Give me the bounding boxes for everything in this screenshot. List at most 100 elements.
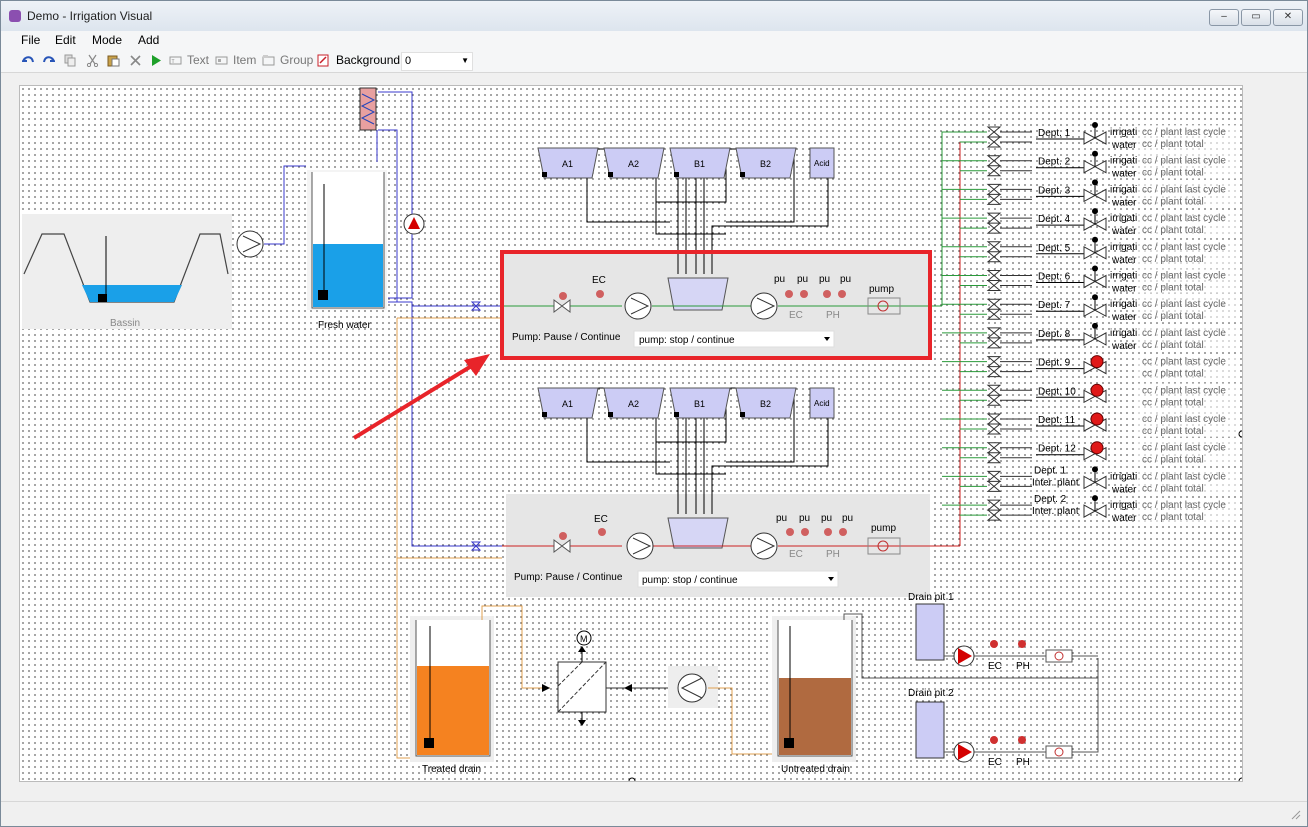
dept-irrigation-text: irrigati: [1110, 156, 1137, 167]
copy-icon[interactable]: [64, 54, 77, 67]
text-icon[interactable]: T: [169, 54, 182, 67]
close-button[interactable]: ✕: [1273, 9, 1303, 26]
dept-irrigation-text: irrigati: [1110, 271, 1137, 282]
dosing-tank-lower-4[interactable]: [735, 387, 797, 419]
dept-label: Dept. 1: [1038, 128, 1071, 139]
drain-pit-2-tank[interactable]: [915, 701, 945, 759]
minimize-button[interactable]: ‒: [1209, 9, 1239, 26]
dept-valve-icon[interactable]: [986, 241, 1002, 263]
text-tool-label[interactable]: Text: [187, 53, 210, 67]
menu-edit[interactable]: Edit: [55, 33, 76, 47]
acid-tank-lower[interactable]: [809, 387, 835, 419]
group-icon[interactable]: [262, 54, 275, 67]
cc-total: cc / plant total: [1142, 340, 1204, 351]
pump-icon[interactable]: [624, 292, 652, 320]
dept-pipe: [1000, 475, 1032, 487]
maximize-button[interactable]: ▭: [1241, 9, 1271, 26]
pause-label-lower[interactable]: Pump: Pause / Continue: [514, 572, 623, 583]
dept-solenoid-icon[interactable]: [1083, 245, 1107, 260]
dept-valve-icon[interactable]: [986, 413, 1002, 435]
dosing-tank-lower-3[interactable]: [669, 387, 731, 419]
group-tool-label[interactable]: Group: [280, 53, 314, 67]
valve-icon[interactable]: [553, 539, 571, 553]
dept-valve-icon[interactable]: [986, 270, 1002, 291]
background-icon[interactable]: [317, 54, 330, 67]
pump-icon[interactable]: [750, 292, 778, 320]
sensor-dot: [823, 290, 831, 298]
dept-valve-icon[interactable]: [986, 470, 1002, 492]
dept-valve-icon[interactable]: [986, 356, 1002, 378]
flow-meter-icon: [1045, 745, 1073, 759]
background-select[interactable]: 0▼: [401, 52, 473, 71]
dept-indicator: [1092, 179, 1098, 186]
dept-valve-icon[interactable]: [986, 298, 1002, 320]
menu-file[interactable]: File: [21, 33, 41, 47]
dept-valve-icon[interactable]: [986, 212, 1002, 234]
dept-pipe: [1000, 389, 1032, 401]
dosing-tank-upper-1[interactable]: [537, 147, 599, 179]
dept-valve-icon[interactable]: [986, 499, 1002, 521]
delete-icon[interactable]: [129, 54, 142, 67]
motor-icon[interactable]: [576, 630, 592, 646]
diagram-canvas[interactable]: Bassin Fresh water: [19, 85, 1243, 782]
menu-mode[interactable]: Mode: [92, 33, 123, 47]
dept-valve-icon[interactable]: [986, 384, 1002, 406]
app-icon: [9, 10, 21, 22]
dept-valve-icon[interactable]: [986, 327, 1002, 349]
dept-solenoid-icon[interactable]: [1083, 504, 1107, 518]
resize-grip-icon[interactable]: [1289, 808, 1301, 820]
drain-pump-icon[interactable]: [677, 673, 707, 703]
menu-add[interactable]: Add: [138, 33, 160, 47]
pu-label: pu: [842, 513, 853, 524]
dept-feed-pipe: [942, 217, 987, 229]
redo-icon[interactable]: [42, 54, 55, 67]
check-valve-icon: [470, 301, 482, 311]
cut-icon[interactable]: [86, 54, 99, 67]
resize-handle[interactable]: [628, 777, 636, 781]
dosing-tank-lower-1[interactable]: [537, 387, 599, 419]
bassin-pump-icon[interactable]: [236, 230, 264, 258]
dept-valve-icon[interactable]: [986, 155, 1002, 177]
dept-pipe: [1000, 246, 1032, 258]
dosing-tank-upper-4[interactable]: [735, 147, 797, 179]
pause-label-upper[interactable]: Pump: Pause / Continue: [512, 332, 621, 343]
dept-irrigation-text: irrigati: [1110, 184, 1137, 195]
untreated-drain-sensor: [784, 738, 794, 748]
acid-label-lower: Acid: [814, 399, 830, 408]
dept-label: Dept. 3: [1038, 185, 1071, 196]
item-icon[interactable]: [215, 54, 228, 67]
dept-indicator: [1092, 495, 1098, 502]
dept-valve-icon[interactable]: [986, 126, 1002, 148]
tank-sensor: [542, 172, 547, 177]
undo-icon[interactable]: [22, 54, 35, 67]
highlight-box: [500, 250, 932, 360]
dosing-tank-lower-2[interactable]: [603, 387, 665, 419]
ph-label: PH: [1016, 661, 1030, 672]
dept-indicator: [1092, 122, 1098, 128]
pump-select-lower[interactable]: [637, 570, 839, 588]
drain-pit-1-tank[interactable]: [915, 603, 945, 661]
dept-pipe: [1000, 447, 1032, 459]
item-tool-label[interactable]: Item: [233, 53, 257, 67]
dosing-tank-upper-2[interactable]: [603, 147, 665, 179]
resize-handle[interactable]: [1238, 430, 1242, 438]
paste-icon[interactable]: [107, 54, 120, 67]
dept-label: Dept. 2: [1034, 494, 1067, 505]
valve-actuator: [559, 532, 567, 540]
pump-icon[interactable]: [750, 532, 778, 560]
resize-handle[interactable]: [1238, 777, 1242, 781]
dept-valve-icon[interactable]: [986, 442, 1002, 464]
acid-tank-upper[interactable]: [809, 147, 835, 179]
pump-icon[interactable]: [626, 532, 654, 560]
ec-label: EC: [988, 757, 1002, 768]
ec-label: EC: [988, 661, 1002, 672]
dept-valve-icon[interactable]: [986, 183, 1002, 205]
dosing-tank-upper-3[interactable]: [669, 147, 731, 179]
treated-drain-label: Treated drain: [422, 764, 481, 775]
run-icon[interactable]: [150, 54, 163, 67]
cc-panel: [1138, 325, 1238, 351]
filter-unit-icon[interactable]: [557, 661, 607, 713]
valve-icon[interactable]: [553, 299, 571, 313]
pump-select-upper[interactable]: [633, 330, 835, 348]
pump-select-upper-value: pump: stop / continue: [639, 335, 735, 346]
